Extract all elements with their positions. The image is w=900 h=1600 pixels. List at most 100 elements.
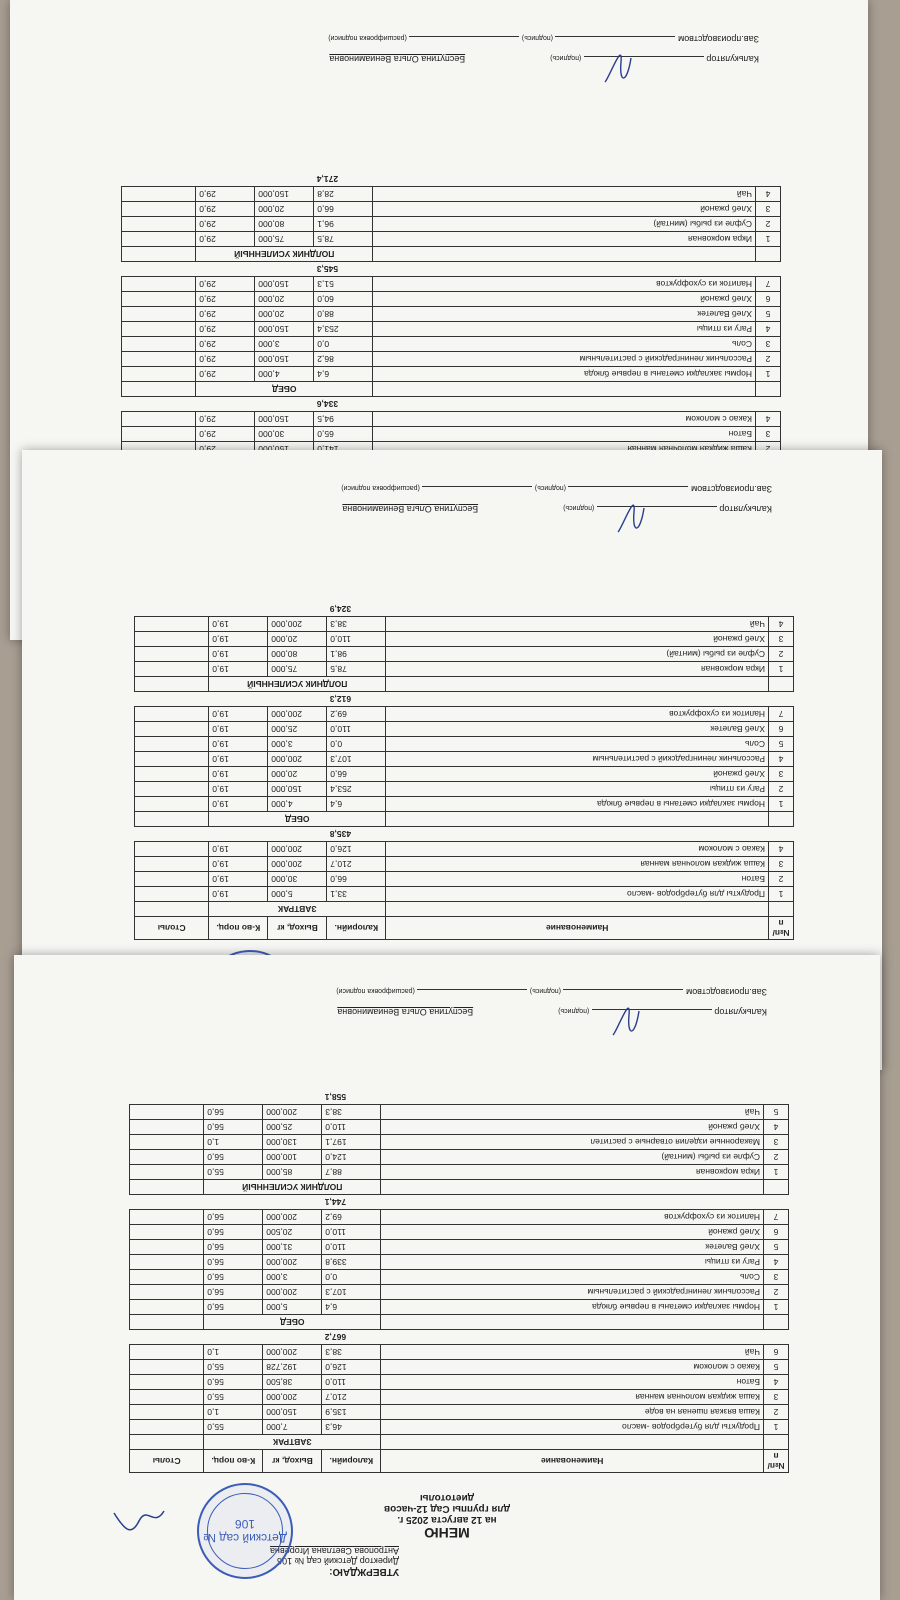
calculator-signature-icon [617,504,645,533]
tables-cell [129,1239,204,1254]
calc-name: Беспутина Ольга Вениаминовна [342,504,479,514]
table-cell: Хлеб Валетек [372,306,756,322]
column-header: №п/п [763,1449,789,1472]
table-cell: 197,1 [321,1134,381,1149]
table-cell: 1,0 [203,1404,263,1419]
tables-cell [121,291,196,307]
table-cell: Батон [372,426,756,442]
table-cell: 69,2 [326,706,386,722]
table-cell: Продукты для бутербродов -масло [380,1419,764,1434]
table-cell: 4 [755,186,781,202]
section-header-row: ЗАВТРАК [134,901,794,917]
column-header: Выход, кг [262,1449,322,1472]
section-total-row: 667,2 [130,1329,789,1344]
table-cell: 7 [755,276,781,292]
table-cell: 3 [755,426,781,442]
table-cell: 19,0 [208,706,268,722]
tables-cell [129,1389,204,1404]
tables-cell [134,751,209,767]
tables-cell [134,736,209,752]
table-cell: 33,1 [326,886,386,902]
table-cell: 126,0 [326,841,386,857]
table-cell: 4,000 [267,796,327,812]
calc-row: Калькулятор (подпись) Беспутина Ольга Ве… [122,504,772,514]
tables-cell [129,1269,204,1284]
table-cell: 20,000 [254,201,314,217]
column-header: Выход, кг [267,916,327,940]
table-cell: Чай [385,616,769,632]
table-cell: 7 [763,1209,789,1224]
table-cell: Чай [380,1104,764,1119]
production-row: Зав.производством (подпись) (расшифровка… [117,987,767,997]
table-cell: Икра морковная [380,1164,764,1179]
tables-cell [129,1299,204,1314]
table-cell: 75,000 [254,231,314,247]
table-cell: 4 [768,616,794,632]
table-cell: 150,000 [254,276,314,292]
table-cell: Суфле из рыбы (минтай) [372,216,756,232]
table-cell: 253,4 [326,781,386,797]
table-cell: 30,000 [254,426,314,442]
table-cell: 4 [763,1374,789,1389]
table-cell: 135,9 [321,1404,381,1419]
column-header: К-во порц. [203,1449,263,1472]
table-cell: 3 [763,1269,789,1284]
table-cell: 6 [755,291,781,307]
production-label: Зав.производством [686,986,767,997]
tables-cell [134,766,209,782]
menu-sheet-garden-12h: УТВЕРЖДАЮ: Директор Детский сад № 106 Ан… [14,955,880,1600]
section-total-row: 324,9 [135,602,794,617]
table-cell: 4 [768,751,794,767]
table-cell: 65,0 [313,426,373,442]
table-cell: 29,0 [195,351,255,367]
section-name: ЗАВТРАК [203,1434,381,1449]
tables-cell [121,186,196,202]
table-cell: 19,0 [208,646,268,662]
section-total-row: 271,4 [122,172,781,187]
table-cell: 4 [763,1254,789,1269]
table-cell: Соль [380,1269,764,1284]
calc-row: Калькулятор (подпись) Беспутина Ольга Ве… [109,54,759,64]
tables-cell [129,1344,204,1359]
table-cell: 192,728 [262,1359,322,1374]
table-cell: Рассольник ленинградский с растительным [385,751,769,767]
table-cell: 55,0 [203,1359,263,1374]
table-cell: 56,0 [203,1149,263,1164]
table-cell: 5 [755,306,781,322]
table-cell: 124,0 [321,1149,381,1164]
table-cell: 88,7 [321,1164,381,1179]
tables-cell [129,1374,204,1389]
table-cell: 1 [763,1299,789,1314]
table-cell: Каша жидкая молочная манная [385,856,769,872]
table-cell: 29,0 [195,276,255,292]
tables-cell [129,1404,204,1419]
table-cell: Соль [372,336,756,352]
table-cell: 56,0 [203,1269,263,1284]
table-cell: 4 [763,1119,789,1134]
table-cell: 20,000 [254,306,314,322]
column-header: Калорийн. [321,1449,381,1472]
tables-cell [134,856,209,872]
calc-label: Калькулятор [714,1006,767,1017]
section-name: ЗАВТРАК [208,901,386,917]
table-cell: 100,000 [262,1149,322,1164]
section-total-row: 545,3 [122,262,781,277]
signature-footer: Калькулятор (подпись) Беспутина Ольга Ве… [122,484,772,533]
